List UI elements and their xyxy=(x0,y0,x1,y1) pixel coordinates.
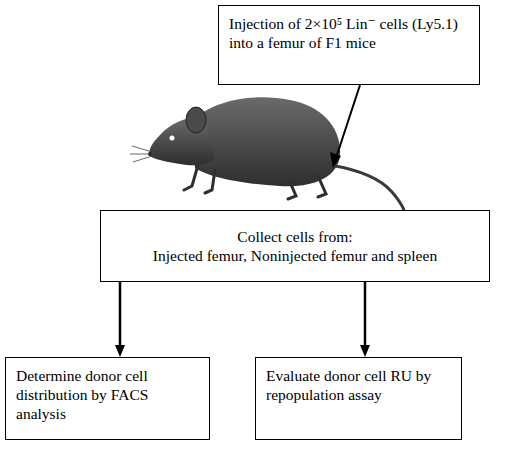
node-text: Collect cells from: xyxy=(109,227,481,246)
node-text: Injection of 2×10⁵ Lin⁻ cells (Ly5.1) in… xyxy=(229,14,469,52)
arrowhead xyxy=(360,345,370,357)
arrow-line xyxy=(364,282,367,347)
result-box: Evaluate donor cell RU by repopulation a… xyxy=(255,357,462,440)
mouse-eye xyxy=(170,136,175,141)
flow-arrow xyxy=(115,282,125,357)
injection-arrow xyxy=(336,85,360,158)
process-box: Injection of 2×10⁵ Lin⁻ cells (Ly5.1) in… xyxy=(218,5,480,85)
mouse-ear xyxy=(186,107,206,133)
node-subtext: Injected femur, Noninjected femur and sp… xyxy=(109,246,481,265)
mouse-body xyxy=(190,97,340,186)
arrowhead xyxy=(115,345,125,357)
flow-arrow xyxy=(360,282,370,357)
node-text: Evaluate donor cell RU by repopulation a… xyxy=(266,366,451,404)
mouse-legs xyxy=(184,165,326,199)
mouse-tail xyxy=(330,165,404,210)
process-box: Collect cells from:Injected femur, Nonin… xyxy=(100,210,490,282)
result-box: Determine donor cell distribution by FAC… xyxy=(5,357,210,440)
node-text: Determine donor cell distribution by FAC… xyxy=(16,366,199,423)
mouse-whiskers xyxy=(130,146,152,162)
injection-arrowhead xyxy=(330,152,341,168)
arrow-line xyxy=(119,282,122,347)
